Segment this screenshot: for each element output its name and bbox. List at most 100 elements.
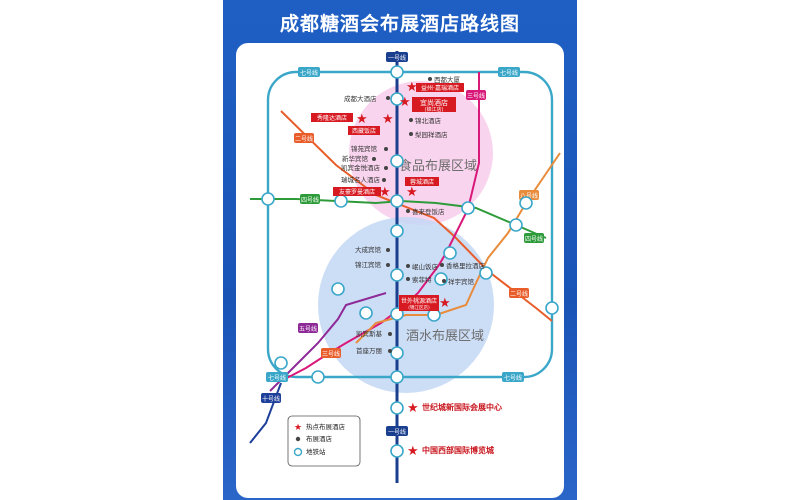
venue-star: ★ — [407, 444, 419, 459]
venue-star: ★ — [407, 401, 419, 416]
hotel-d13[interactable]: 索菲特 — [412, 275, 432, 284]
station-ne[interactable] — [461, 201, 475, 215]
hotspot-star: ★ — [382, 112, 394, 127]
hotel-d3[interactable]: 锦北酒店 — [415, 116, 442, 125]
line7-tr-label: 七号线 — [498, 67, 520, 77]
hotel-d11[interactable]: 锦江宾馆 — [355, 260, 382, 269]
hotel-h3: 秀隆达酒店 — [317, 114, 347, 122]
hotel-d10[interactable]: 大成宾馆 — [355, 245, 382, 254]
station-mid-e[interactable] — [443, 246, 457, 260]
metro-map: 食品布展区域 酒水布展区域 一号线 — [249, 51, 561, 483]
hotspot-star: ★ — [399, 95, 411, 110]
station-center[interactable] — [390, 194, 404, 208]
hotel-label-h6[interactable] — [405, 177, 439, 186]
svg-text:二号线: 二号线 — [295, 135, 313, 143]
station-w3[interactable] — [331, 282, 345, 296]
station-tianfu[interactable] — [390, 154, 404, 168]
hotel-d15[interactable]: 祥宇宾馆 — [448, 277, 475, 286]
legend-hotspot-label: 热点布展酒店 — [306, 422, 346, 431]
hotel-dot — [386, 263, 390, 267]
hotel-d8[interactable]: 瑞城名人酒店 — [341, 175, 381, 184]
hotel-dot — [386, 248, 390, 252]
line8-path — [355, 152, 561, 344]
station-west1[interactable] — [261, 192, 275, 206]
station-top[interactable] — [390, 65, 404, 79]
hotel-d17[interactable]: 首座万丽 — [356, 346, 383, 355]
hotel-d7[interactable]: 凯宾金悦酒店 — [341, 163, 381, 172]
line3-low-label: 三号线 — [321, 348, 341, 358]
line5-left-label: 五号线 — [298, 323, 318, 333]
hotel-dot — [409, 118, 413, 122]
hotel-d12[interactable]: 岷山饭店 — [412, 262, 439, 271]
hotel-label-h5[interactable] — [333, 187, 381, 196]
legend-station-icon — [293, 447, 303, 457]
line7-ring — [266, 70, 554, 379]
poster-title: 成都糖酒会布展酒店路线图 — [279, 13, 520, 35]
regular-hotels: 西都大厦 成都大酒店 锦北酒店 梨园祥酒店 锦苑宾馆 新华宾馆 凯宾金悦酒店 瑞… — [341, 75, 486, 355]
svg-text:一号线: 一号线 — [388, 54, 406, 62]
station-mid3[interactable] — [434, 272, 448, 286]
venue-v2[interactable]: 中国西部国际博览城 — [422, 445, 494, 455]
hotel-d6[interactable]: 新华宾馆 — [342, 154, 369, 163]
line1-top-label: 一号线 — [386, 52, 408, 62]
legend-station-label: 地铁站 — [306, 447, 326, 456]
svg-text:八号线: 八号线 — [520, 192, 538, 200]
hotel-label-h3[interactable] — [311, 113, 353, 122]
station-west2[interactable] — [334, 194, 348, 208]
hotel-d1[interactable]: 西都大厦 — [434, 75, 461, 84]
station-south2[interactable] — [390, 268, 404, 282]
svg-text:七号线: 七号线 — [504, 374, 522, 382]
hotel-label-h4[interactable] — [348, 126, 380, 135]
station-w5[interactable] — [274, 356, 288, 370]
svg-text:三号线: 三号线 — [467, 92, 485, 100]
hotel-dot — [382, 178, 386, 182]
hotel-h2b: (锦江店) — [425, 106, 444, 113]
food-area-label: 食品布展区域 — [399, 158, 477, 174]
station-shiji[interactable] — [390, 401, 404, 415]
hotel-d4[interactable]: 梨园祥酒店 — [415, 130, 448, 139]
svg-text:二号线: 二号线 — [510, 290, 528, 298]
hotel-label-h7[interactable] — [399, 295, 439, 311]
hotel-d5[interactable]: 锦苑宾馆 — [351, 144, 378, 153]
station-e1[interactable] — [509, 218, 523, 232]
hotel-d9[interactable]: 喜来登饭店 — [412, 207, 445, 216]
svg-text:五号线: 五号线 — [299, 325, 317, 333]
venue-v1[interactable]: 世纪城新国际会展中心 — [422, 402, 502, 412]
hotel-dot — [406, 209, 410, 213]
station-exhibit[interactable] — [390, 444, 404, 458]
station-e2[interactable] — [519, 196, 533, 210]
line10-label: 十号线 — [261, 393, 281, 403]
hotspot-star: ★ — [439, 296, 451, 311]
hotel-dot — [406, 277, 410, 281]
hotspot-star: ★ — [406, 80, 418, 95]
hotel-label-h1[interactable] — [416, 83, 464, 92]
station-luomashi[interactable] — [390, 92, 404, 106]
hotel-h4: 西藏饭店 — [352, 127, 376, 135]
station-right[interactable] — [545, 301, 559, 315]
station-south1[interactable] — [390, 224, 404, 238]
hotel-dot — [406, 264, 410, 268]
hotel-label-h2[interactable] — [412, 97, 456, 112]
hotel-dot — [428, 77, 432, 81]
line2-right-label: 二号线 — [509, 288, 529, 298]
hotel-h6: 蓉城酒店 — [410, 178, 434, 186]
station-w4[interactable] — [359, 306, 373, 320]
hotel-dot — [372, 157, 376, 161]
hotel-d2[interactable]: 成都大酒店 — [344, 94, 377, 103]
station-e3[interactable] — [479, 266, 493, 280]
hotel-dot — [388, 349, 392, 353]
svg-text:四号线: 四号线 — [301, 196, 319, 204]
hotel-d16[interactable]: 凯宾斯基 — [356, 329, 383, 338]
station-bl[interactable] — [311, 370, 325, 384]
station-bottom[interactable] — [390, 370, 404, 384]
hotspot-hotels: ★ 益州·嘉瑞酒店 ★ 宜尚酒店 (锦江店) 秀隆达酒店 ★ ★ 西藏饭店 友豪… — [311, 80, 464, 311]
hotel-d14[interactable]: 香格里拉酒店 — [446, 261, 486, 270]
line3-top-label: 三号线 — [466, 90, 486, 100]
station-south4[interactable] — [390, 346, 404, 360]
line10-path — [249, 382, 282, 444]
line2-left-label: 二号线 — [294, 133, 314, 143]
hotel-h7: 世外桃源酒店 — [401, 297, 437, 305]
hotel-dot — [388, 332, 392, 336]
hotel-h2: 宜尚酒店 — [420, 98, 448, 107]
legend: ★ 热点布展酒店 布展酒店 地铁站 — [287, 415, 361, 467]
